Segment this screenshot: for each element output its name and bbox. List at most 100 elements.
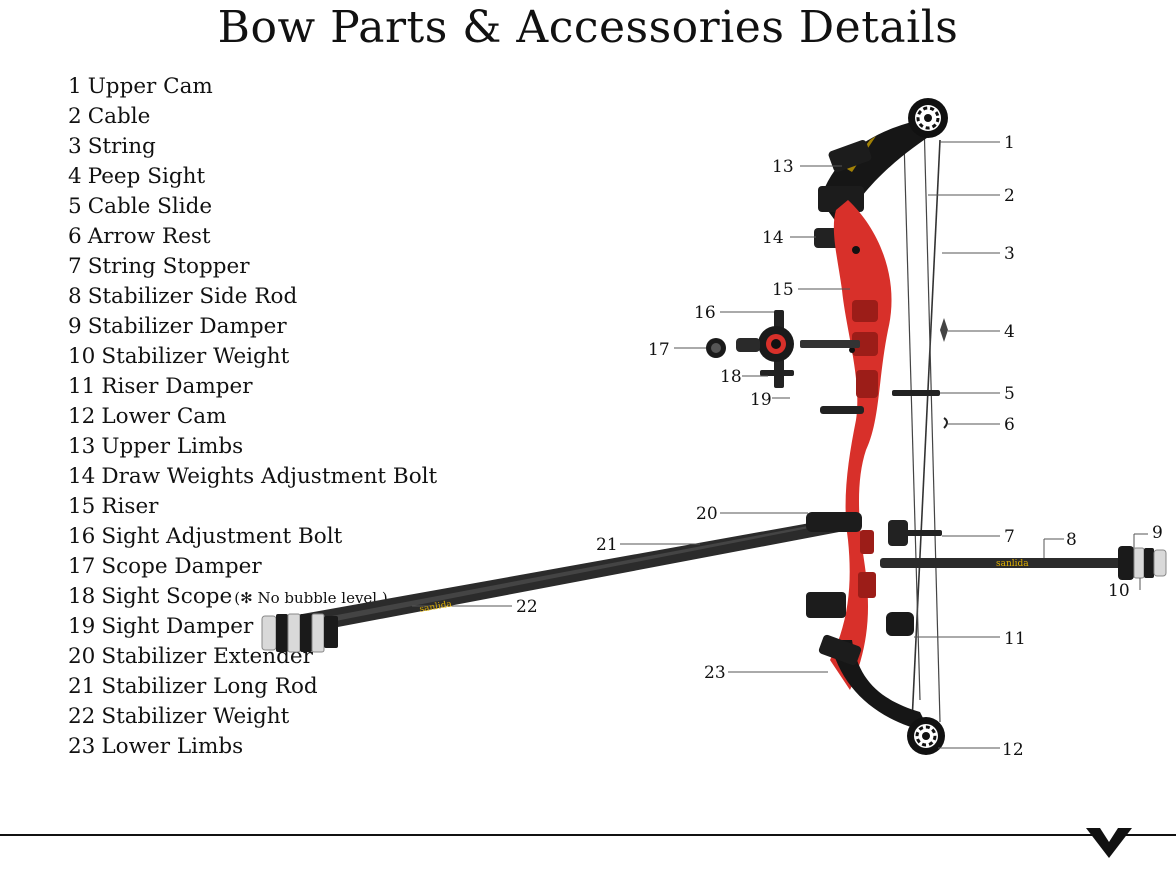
- callouts: 1 2 3 4 5 6 7 8 9 10 11 12 13 14 15 16 1…: [516, 133, 1163, 760]
- callout-8: 8: [1066, 530, 1077, 550]
- part-number: 14: [68, 464, 96, 489]
- sight: [706, 310, 860, 388]
- part-label: Cable Slide: [87, 194, 213, 219]
- part-number: 21: [68, 674, 96, 699]
- callout-19: 19: [750, 390, 772, 410]
- callout-1: 1: [1004, 133, 1015, 153]
- part-number: 19: [68, 614, 96, 639]
- callout-21: 21: [596, 535, 618, 555]
- part-label: String: [87, 134, 156, 159]
- part-number: 8: [68, 284, 82, 309]
- part-label: Sight Scope: [101, 584, 233, 609]
- leader-lines: [412, 141, 1148, 749]
- callout-11: 11: [1004, 629, 1026, 649]
- part-number: 17: [68, 554, 96, 579]
- part-number: 4: [68, 164, 82, 189]
- cable: [923, 119, 941, 723]
- page-title: Bow Parts & Accessories Details: [217, 2, 959, 53]
- part-label: Lower Cam: [101, 404, 227, 429]
- part-number: 16: [68, 524, 96, 549]
- part-number: 3: [68, 134, 82, 159]
- part-label: Stabilizer Long Rod: [101, 674, 318, 699]
- part-label: Stabilizer Side Rod: [87, 284, 298, 309]
- part-label: Sight Adjustment Bolt: [101, 524, 343, 549]
- callout-13: 13: [772, 157, 794, 177]
- part-label: Stabilizer Weight: [101, 704, 290, 729]
- callout-16: 16: [694, 303, 716, 323]
- part-note: (✻ No bubble level ): [234, 589, 388, 607]
- part-number: 9: [68, 314, 82, 339]
- callout-3: 3: [1004, 244, 1015, 264]
- part-number: 5: [68, 194, 82, 219]
- part-number: 2: [68, 104, 82, 129]
- part-number: 1: [68, 74, 82, 99]
- callout-22: 22: [516, 597, 538, 617]
- part-label: Riser Damper: [101, 374, 253, 399]
- stabilizer-weight-long: [261, 613, 338, 653]
- string: [911, 139, 941, 723]
- callout-23: 23: [704, 663, 726, 683]
- part-number: 15: [68, 494, 96, 519]
- part-label: Upper Limbs: [101, 434, 244, 459]
- callout-10: 10: [1108, 581, 1130, 601]
- upper-cam: [908, 98, 948, 138]
- part-label: String Stopper: [87, 254, 250, 279]
- callout-15: 15: [772, 280, 794, 300]
- bottom-divider: [0, 834, 1176, 836]
- part-label: Riser: [101, 494, 159, 519]
- part-number: 18: [68, 584, 96, 609]
- brand-mark-side-rod: sanlida: [996, 559, 1029, 569]
- part-label: Stabilizer Weight: [101, 344, 290, 369]
- cable-2: [903, 139, 921, 701]
- part-number: 23: [68, 734, 96, 759]
- callout-12: 12: [1002, 740, 1024, 760]
- callout-7: 7: [1004, 527, 1015, 547]
- part-label: Upper Cam: [87, 74, 213, 99]
- part-label: Lower Limbs: [101, 734, 244, 759]
- chevron-down-icon: [1086, 828, 1132, 858]
- part-number: 7: [68, 254, 82, 279]
- part-label: Cable: [87, 104, 151, 129]
- side-stabilizer: [880, 546, 1167, 580]
- callout-6: 6: [1004, 415, 1015, 435]
- callout-2: 2: [1004, 186, 1015, 206]
- lower-cam: [907, 717, 945, 755]
- riser: [830, 200, 892, 690]
- part-label: Peep Sight: [87, 164, 206, 189]
- callout-14: 14: [762, 228, 784, 248]
- part-number: 13: [68, 434, 96, 459]
- part-label: Sight Damper: [101, 614, 254, 639]
- callout-17: 17: [648, 340, 670, 360]
- callout-9: 9: [1152, 523, 1163, 543]
- part-number: 6: [68, 224, 82, 249]
- part-number: 20: [68, 644, 96, 669]
- callout-5: 5: [1004, 384, 1015, 404]
- part-number: 10: [68, 344, 96, 369]
- callout-18: 18: [720, 367, 742, 387]
- part-label: Stabilizer Damper: [87, 314, 287, 339]
- callout-4: 4: [1004, 322, 1015, 342]
- callout-20: 20: [696, 504, 718, 524]
